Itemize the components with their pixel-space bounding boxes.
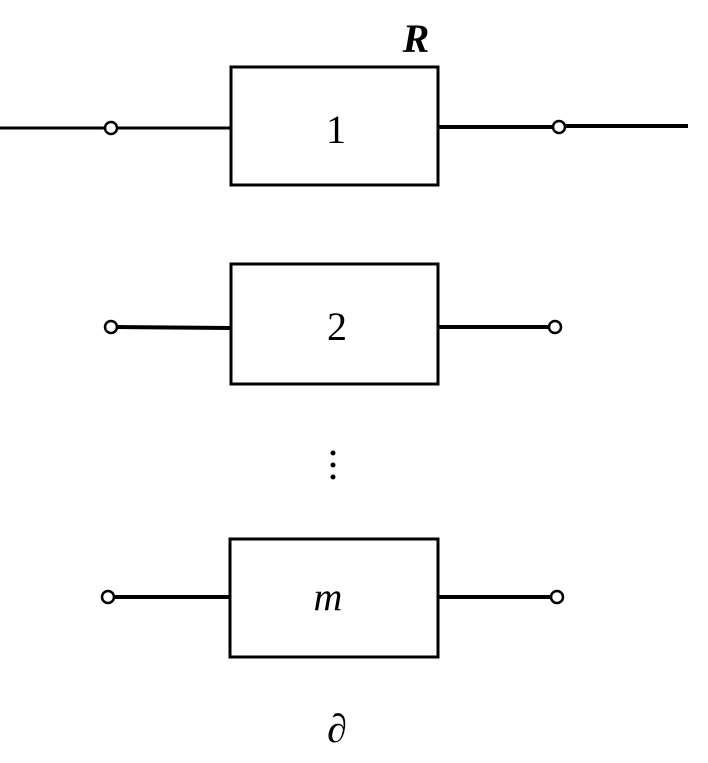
- block-m-right-terminal: [549, 589, 565, 605]
- block-m-group: m: [100, 537, 565, 659]
- block-2-left-lead: [116, 325, 231, 330]
- ellipsis-dot: [330, 462, 336, 468]
- block-1-right-terminal: [551, 119, 567, 135]
- label-R: R: [402, 16, 430, 61]
- block-1-label: 1: [326, 107, 346, 152]
- block-1: [229, 65, 440, 187]
- block-2: [229, 262, 440, 386]
- block-2-label: 2: [327, 304, 347, 349]
- block-m-left-terminal: [100, 589, 116, 605]
- vertical-ellipsis: [330, 450, 336, 480]
- block-m-label: m: [314, 574, 343, 619]
- label-partial: ∂: [327, 706, 347, 751]
- block-2-group: 2: [103, 262, 563, 386]
- ellipsis-dot: [330, 474, 336, 480]
- block-1-left-terminal: [103, 120, 119, 136]
- block-1-group: 1: [0, 65, 688, 187]
- block-2-right-terminal: [547, 319, 563, 335]
- ellipsis-dot: [330, 450, 336, 456]
- block-2-left-terminal: [103, 319, 119, 335]
